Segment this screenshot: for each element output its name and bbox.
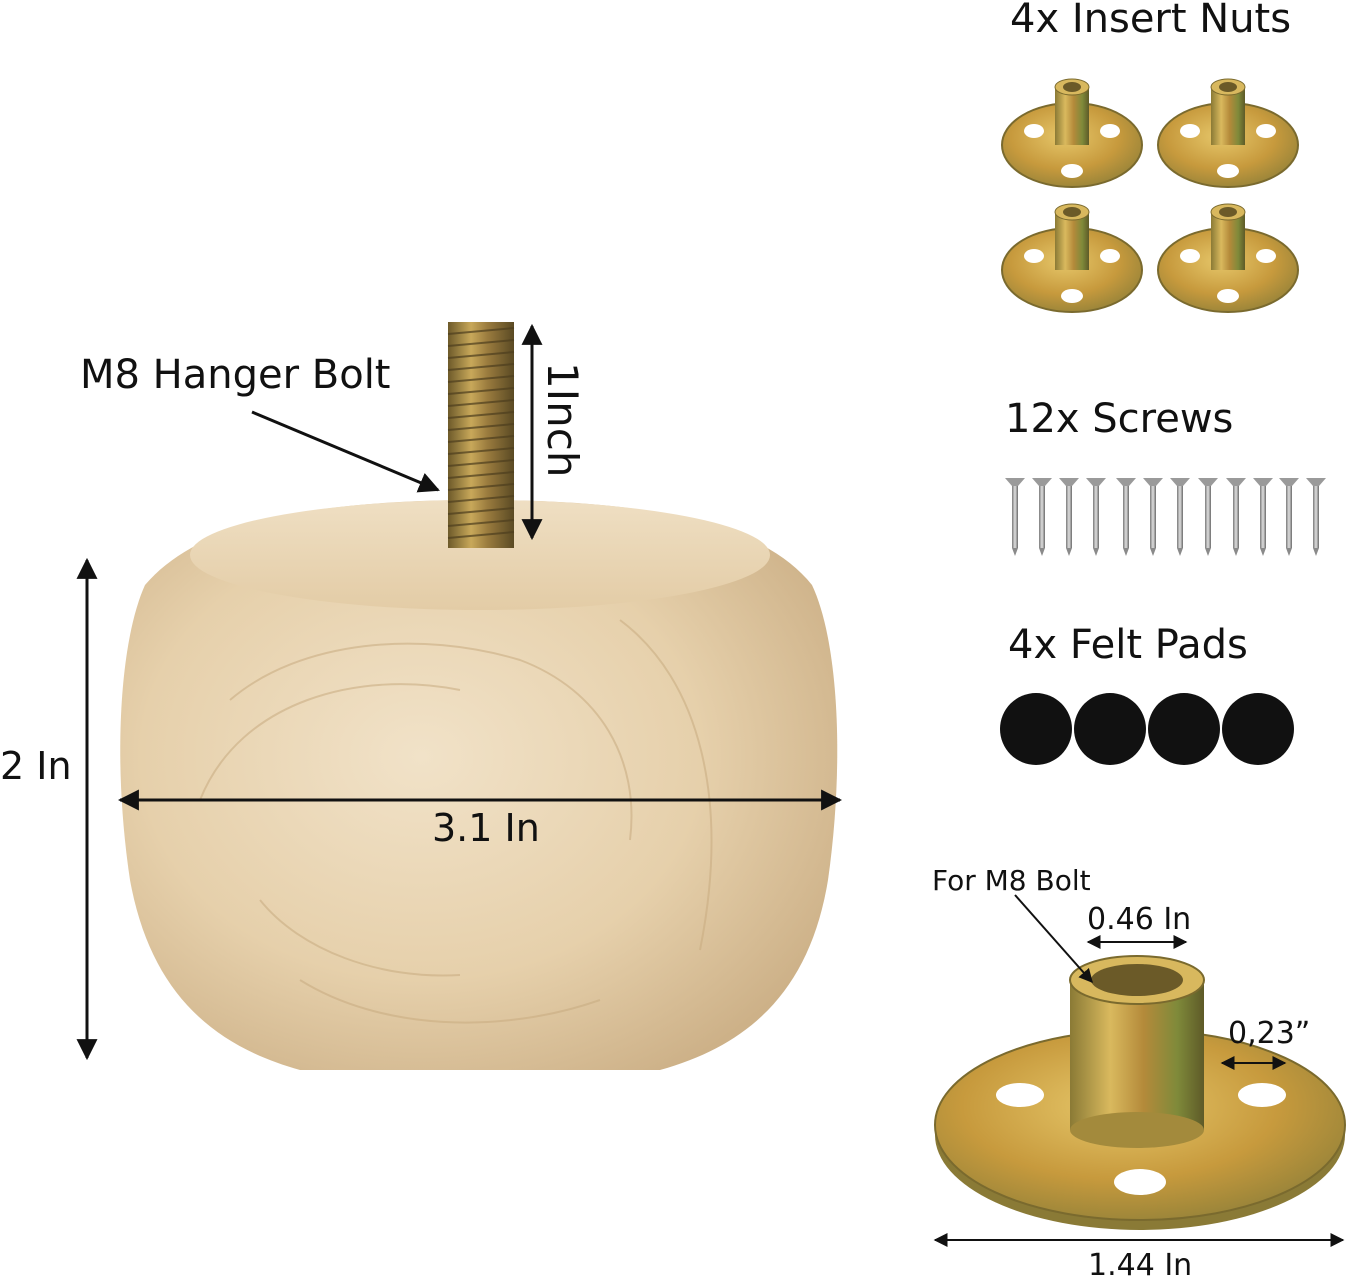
- felt-pad-4: [1222, 693, 1294, 765]
- screw-5: [1116, 478, 1136, 556]
- screws-group: [1005, 478, 1326, 556]
- screw-6: [1143, 478, 1163, 556]
- screw-11: [1279, 478, 1299, 556]
- hanger-bolt-pointer: [251, 410, 440, 493]
- insert-nut-2: [1157, 78, 1299, 188]
- felt-pad-3: [1148, 693, 1220, 765]
- screw-2: [1032, 478, 1052, 556]
- insert-nuts-group: [1001, 78, 1299, 313]
- bolt-pointer: [1014, 894, 1093, 984]
- flange-diameter-label: 1.44 In: [1088, 1248, 1193, 1283]
- screw-1: [1005, 478, 1025, 556]
- hanger-bolt: [447, 322, 515, 548]
- screw-8: [1198, 478, 1218, 556]
- hanger-bolt-label: M8 Hanger Bolt: [80, 352, 391, 398]
- felt-pads-group: [1000, 693, 1294, 765]
- bolt-length-label: 1Inch: [538, 362, 587, 478]
- screw-12: [1306, 478, 1326, 556]
- screw-3: [1059, 478, 1079, 556]
- screw-10: [1253, 478, 1273, 556]
- felt-pad-1: [1000, 693, 1072, 765]
- width-label: 3.1 In: [432, 806, 540, 850]
- insert-nut-4: [1157, 203, 1299, 313]
- bolt-label: For M8 Bolt: [932, 864, 1091, 897]
- detail-dimension-lines: [933, 894, 1345, 1247]
- screw-4: [1086, 478, 1106, 556]
- height-label: 2 In: [0, 744, 72, 788]
- insert-nuts-title: 4x Insert Nuts: [1010, 0, 1292, 42]
- insert-nut-detail: [934, 955, 1346, 1230]
- wooden-bun-foot: [120, 500, 838, 1070]
- screws-title: 12x Screws: [1005, 396, 1234, 442]
- insert-nut-3: [1001, 203, 1143, 313]
- dimension-arrows: [76, 323, 843, 1061]
- flange-thickness-label: 0,23”: [1228, 1016, 1311, 1051]
- felt-pads-title: 4x Felt Pads: [1008, 622, 1248, 668]
- inner-diameter-label: 0.46 In: [1087, 902, 1192, 937]
- screw-7: [1170, 478, 1190, 556]
- insert-nut-1: [1001, 78, 1143, 188]
- screw-9: [1226, 478, 1246, 556]
- felt-pad-2: [1074, 693, 1146, 765]
